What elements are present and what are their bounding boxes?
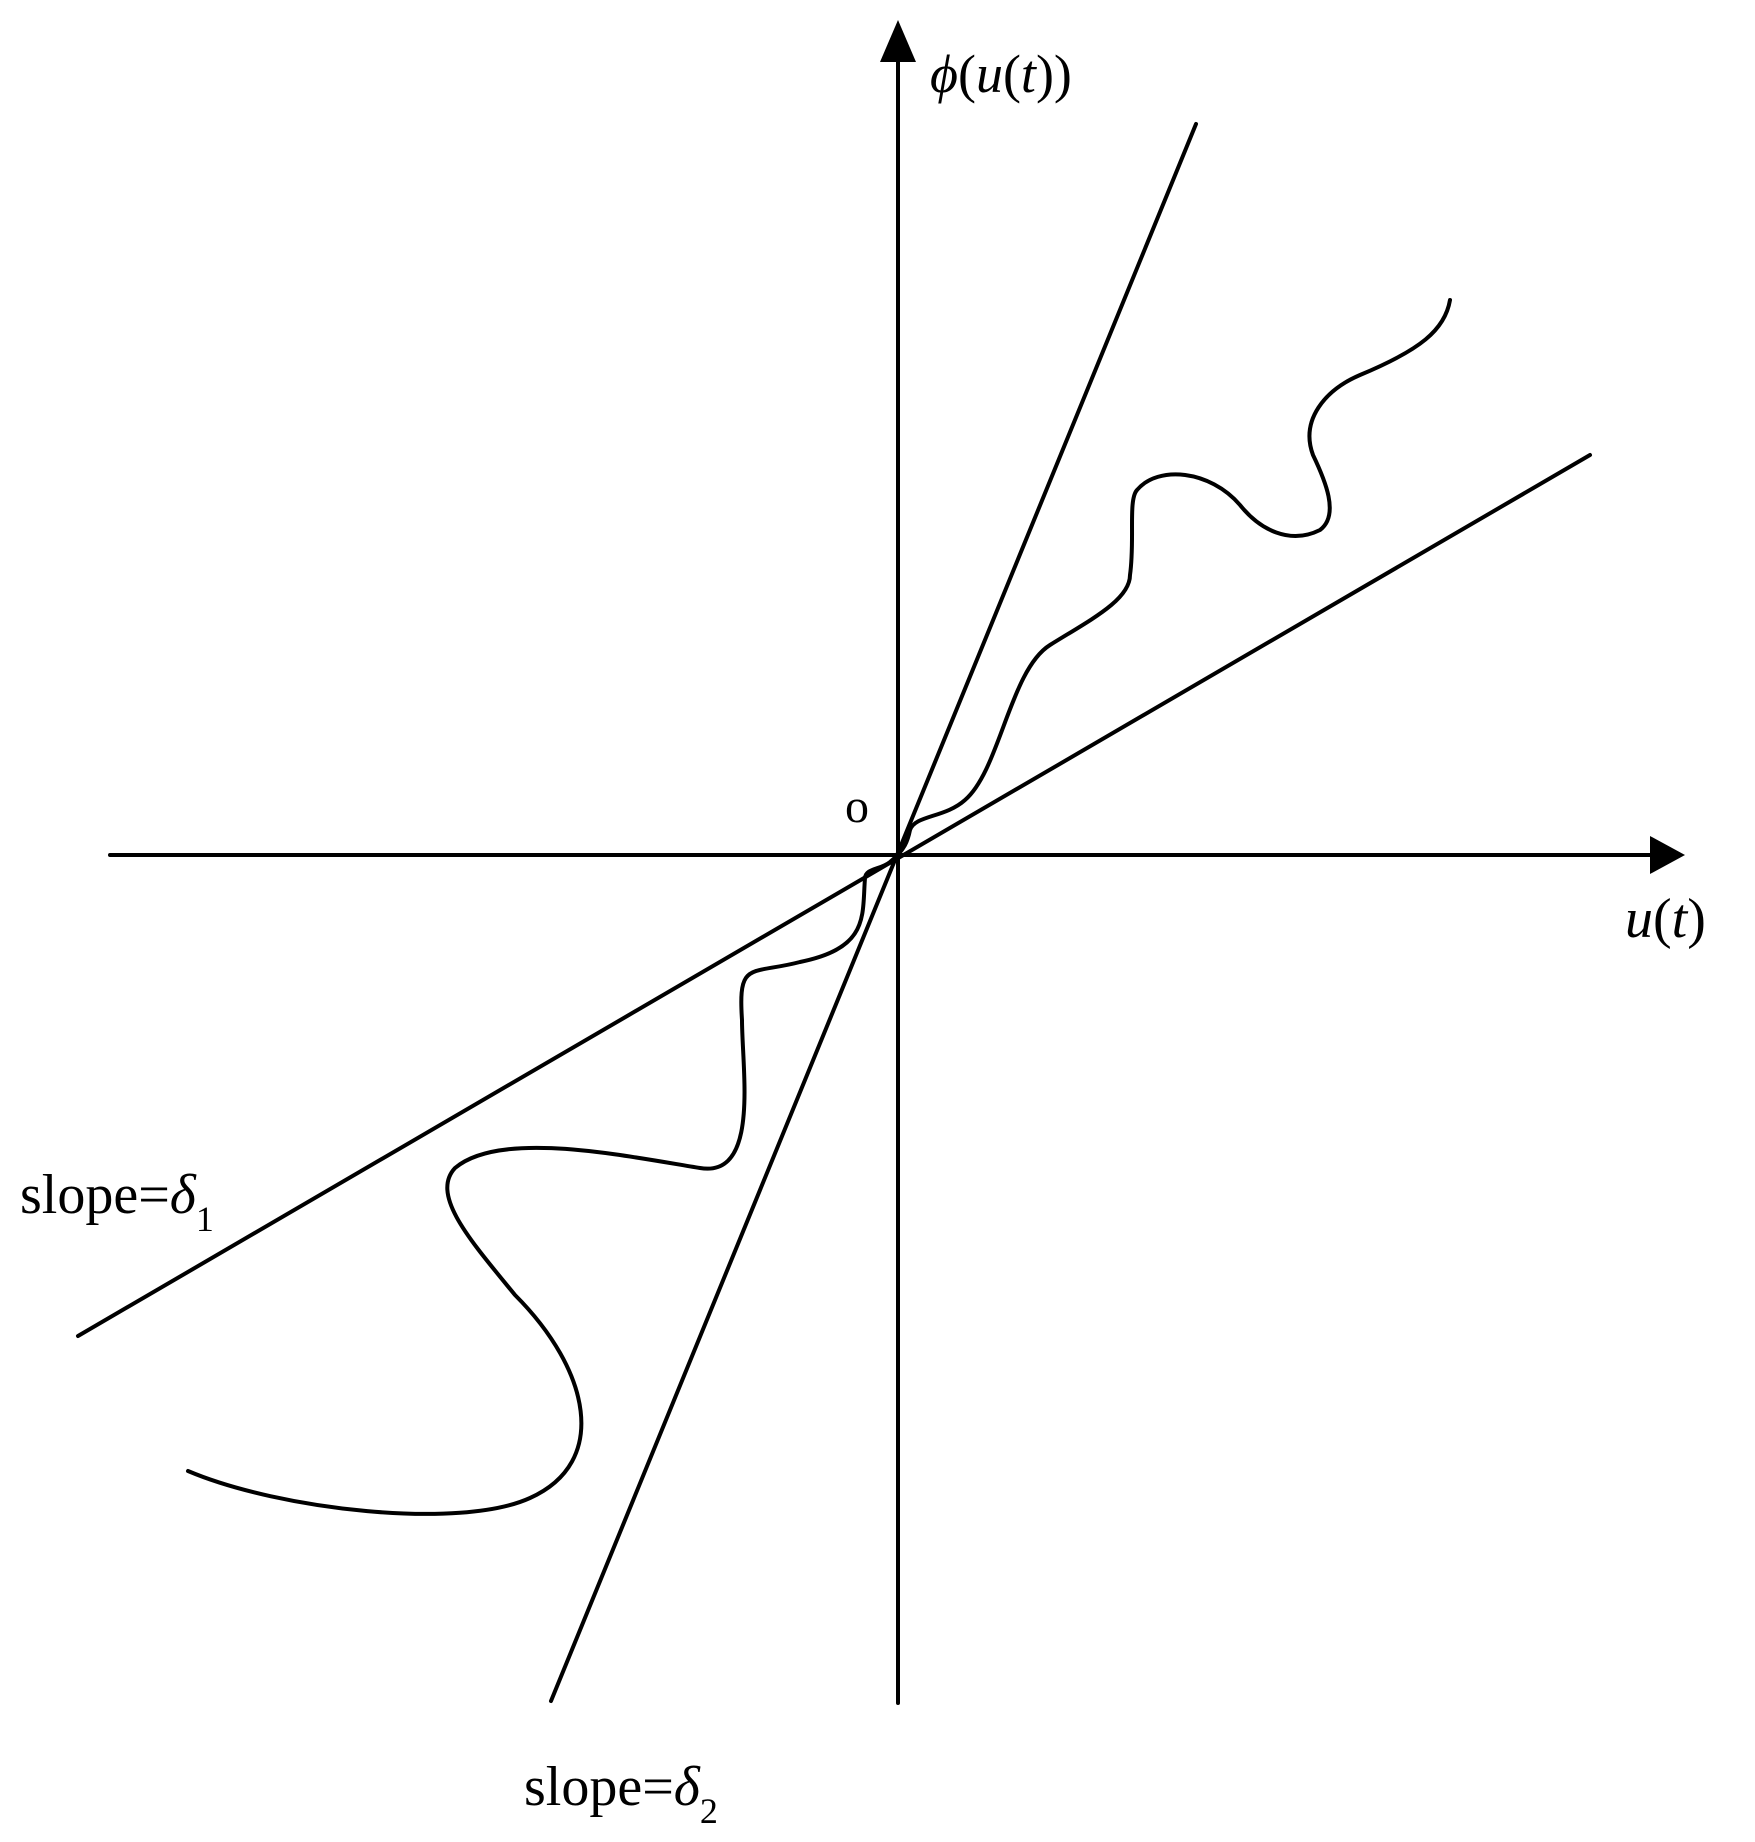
origin-label: o	[845, 780, 869, 833]
y-axis-label-t: t	[1021, 44, 1038, 104]
y-axis-arrowhead	[880, 20, 916, 62]
nonlinear-function-curve	[186, 298, 1452, 1516]
y-axis-label-paren-outer: (	[958, 44, 976, 104]
y-axis-label-close-parens: ))	[1036, 44, 1072, 104]
y-axis-label-phi: ϕ	[930, 44, 958, 104]
x-axis-label-open-paren: (	[1653, 888, 1672, 950]
slope-delta1-symbol: δ	[170, 1164, 197, 1226]
x-axis-arrowhead	[1650, 836, 1685, 874]
y-axis-label-u: u	[976, 44, 1003, 104]
slope-delta1-label: slope=δ1	[20, 1164, 214, 1239]
x-axis-label: u(t)	[1625, 888, 1706, 950]
y-axis-label: ϕ(u(t))	[930, 44, 1072, 104]
x-axis-label-t: t	[1672, 888, 1689, 950]
slope-delta2-line	[549, 122, 1198, 1703]
x-axis-label-u: u	[1625, 888, 1653, 950]
slope-delta2-subscript: 2	[700, 1791, 718, 1831]
slope-delta1-line	[76, 453, 1592, 1338]
slope-delta2-label: slope=δ2	[524, 1756, 718, 1831]
slope-delta1-subscript: 1	[196, 1199, 214, 1239]
x-axis-label-close-paren: )	[1687, 888, 1706, 950]
slope-delta2-prefix: slope=	[524, 1756, 674, 1818]
slope-delta1-prefix: slope=	[20, 1164, 170, 1226]
slope-delta2-symbol: δ	[674, 1756, 701, 1818]
y-axis-label-paren-inner: (	[1003, 44, 1021, 104]
